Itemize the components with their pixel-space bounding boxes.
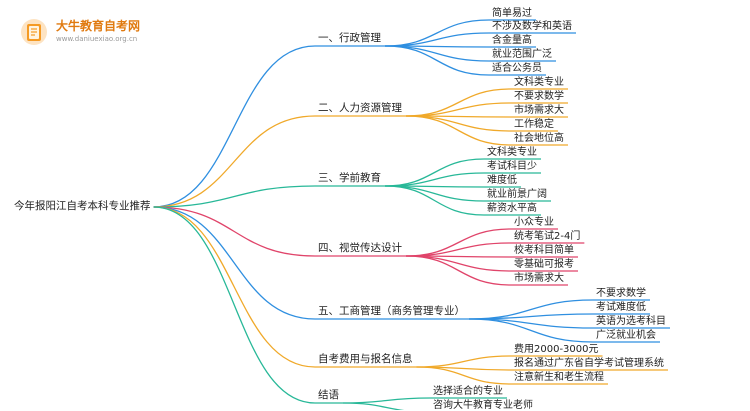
leaf-item: 社会地位高 xyxy=(514,133,564,144)
leaf-item: 咨询大牛教育专业老师 xyxy=(433,400,533,411)
leaf-item: 不要求数学 xyxy=(514,91,564,102)
branch-label: 三、学前教育 xyxy=(318,172,381,184)
leaf-item: 工作稳定 xyxy=(514,119,554,130)
leaf-connector xyxy=(405,228,512,257)
branch-connector xyxy=(153,115,316,208)
brand-url: www.daniuexiao.org.cn xyxy=(56,35,138,43)
leaf-item: 小众专业 xyxy=(514,217,554,228)
leaf-item: 简单易过 xyxy=(492,8,532,19)
branch-connector xyxy=(153,206,316,257)
branch-label: 四、视觉传达设计 xyxy=(318,242,402,254)
leaf-item: 考试难度低 xyxy=(596,302,646,313)
leaf-item: 不涉及数学和英语 xyxy=(492,21,572,32)
leaf-connector xyxy=(405,255,512,286)
leaf-connector xyxy=(342,402,406,410)
branch-label: 五、工商管理（商务管理专业） xyxy=(318,305,465,317)
leaf-connector xyxy=(342,397,431,404)
brand-logo: 大牛教育自考网 www.daniuexiao.org.cn xyxy=(14,15,164,49)
leaf-item: 广泛就业机会 xyxy=(596,330,656,341)
leaf-connector xyxy=(384,185,485,216)
leaf-connector xyxy=(384,45,490,62)
brand-name: 大牛教育自考网 xyxy=(56,19,141,33)
branch-connector xyxy=(153,206,316,404)
branch-connector xyxy=(153,206,316,368)
leaf-item: 含金量高 xyxy=(492,35,532,46)
leaf-connector xyxy=(405,115,512,132)
leaf-item: 零基础可报考 xyxy=(514,259,574,270)
leaf-connector xyxy=(384,32,490,47)
leaf-connector xyxy=(384,185,485,202)
leaf-item: 注意新生和老生流程 xyxy=(514,372,604,383)
leaf-connector xyxy=(384,172,485,187)
leaf-item: 适合公务员 xyxy=(492,63,542,74)
root-topic: 今年报阳江自考本科专业推荐 xyxy=(14,200,151,212)
leaf-item: 文科类专业 xyxy=(487,147,537,158)
leaf-connector xyxy=(384,45,490,76)
leaf-connector xyxy=(405,88,512,117)
branch-label: 一、行政管理 xyxy=(318,32,381,44)
leaf-item: 市场需求大 xyxy=(514,273,564,284)
leaf-connector xyxy=(416,355,512,368)
leaf-connector xyxy=(405,242,512,257)
leaf-item: 统考笔试2-4门 xyxy=(514,231,581,242)
leaf-item: 英语为选考科目 xyxy=(596,316,666,327)
leaf-item: 校考科目简单 xyxy=(514,245,574,256)
book-logo-icon xyxy=(21,19,47,45)
leaf-item: 难度低 xyxy=(487,175,517,186)
leaf-connector xyxy=(384,158,485,187)
branch-connector xyxy=(153,206,316,320)
branch-label: 二、人力资源管理 xyxy=(318,102,402,114)
leaf-item: 就业前景广阔 xyxy=(487,189,547,200)
leaf-connector xyxy=(416,366,512,385)
leaf-item: 考试科目少 xyxy=(487,161,537,172)
leaf-item: 薪资水平高 xyxy=(487,203,537,214)
leaf-connector xyxy=(468,318,594,343)
leaf-item: 选择适合的专业 xyxy=(433,386,503,397)
branch-label: 自考费用与报名信息 xyxy=(318,353,413,365)
branch-connector xyxy=(153,185,316,208)
leaf-item: 就业范围广泛 xyxy=(492,49,552,60)
branch-label: 结语 xyxy=(318,389,339,401)
leaf-item: 不要求数学 xyxy=(596,288,646,299)
leaf-connector xyxy=(405,115,512,146)
leaf-item: 费用2000-3000元 xyxy=(514,344,599,355)
leaf-item: 文科类专业 xyxy=(514,77,564,88)
leaf-item: 报名通过广东省自学考试管理系统 xyxy=(514,358,664,369)
leaf-connector xyxy=(405,102,512,117)
leaf-connector xyxy=(405,255,512,272)
leaf-connector xyxy=(468,313,594,320)
branch-connector xyxy=(153,45,316,208)
leaf-item: 市场需求大 xyxy=(514,105,564,116)
